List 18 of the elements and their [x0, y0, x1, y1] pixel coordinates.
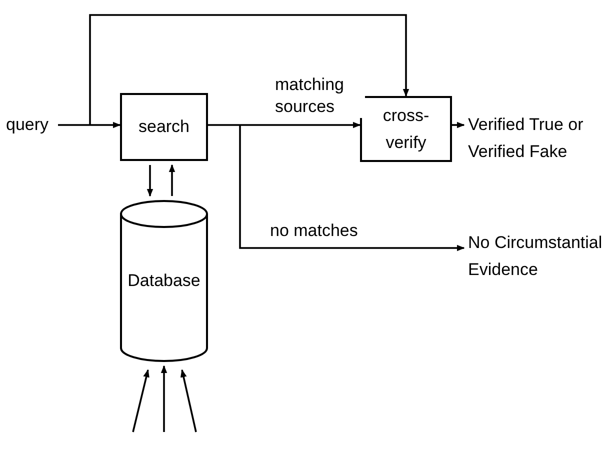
node-label: Database: [128, 270, 200, 292]
arrow: [239, 125, 465, 252]
node-label: search: [138, 116, 190, 138]
arrow: [180, 369, 197, 432]
flow-text: query: [6, 114, 49, 136]
arrow: [89, 14, 410, 125]
arrow: [452, 122, 465, 128]
arrow: [132, 369, 150, 432]
process-box: [360, 96, 452, 162]
node-label: cross-verify: [382, 104, 430, 154]
process-box: [120, 93, 208, 161]
flow-text: Verified True or Verified Fake: [468, 114, 584, 163]
flow-text: No Circumstantial Evidence: [468, 232, 604, 281]
arrow: [168, 164, 176, 196]
arrow: [146, 165, 154, 197]
arrow: [58, 122, 121, 128]
arrow: [160, 365, 168, 432]
arrow: [208, 122, 361, 128]
